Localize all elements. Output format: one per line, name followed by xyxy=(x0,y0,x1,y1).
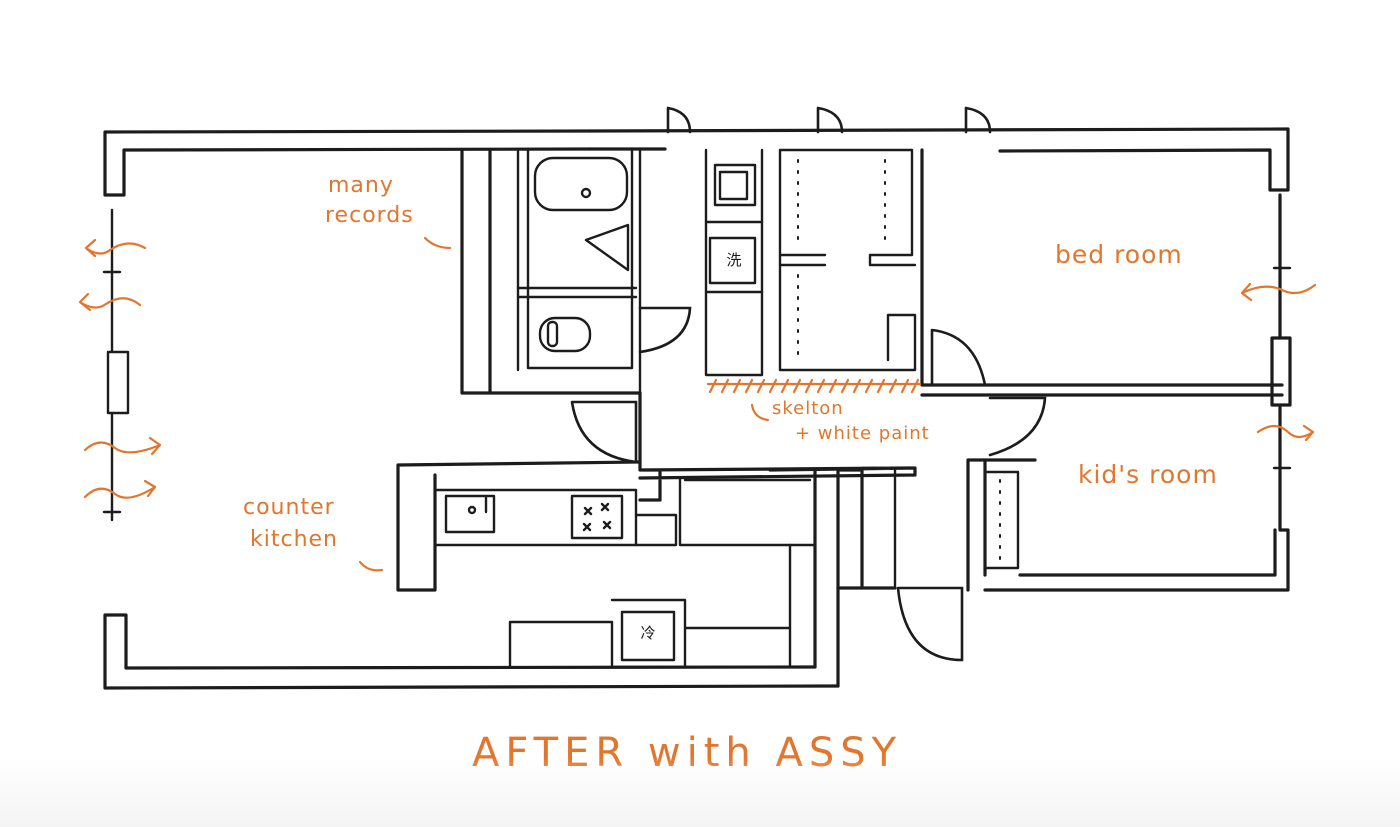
bath-door xyxy=(584,223,630,272)
bedroom-closet xyxy=(778,148,1284,397)
window-ticks xyxy=(102,266,1292,514)
airflow-arrow-icon xyxy=(78,238,1317,499)
fridge-label: 冷 xyxy=(640,624,656,642)
washer-label: 洗 xyxy=(726,251,742,269)
fridge-box xyxy=(620,610,676,662)
kitchen xyxy=(396,460,817,669)
sink-icon xyxy=(444,494,496,534)
doors xyxy=(570,106,1047,662)
label-skelton-line1: skelton xyxy=(772,398,844,419)
label-many-records-line1: many xyxy=(328,173,394,198)
label-skelton-line2: + white paint xyxy=(795,423,930,444)
exterior-walls xyxy=(103,127,1292,690)
toilet-tank xyxy=(546,320,559,348)
label-counter-kitchen-line1: counter xyxy=(243,495,335,520)
bottom-fade xyxy=(0,757,1400,827)
kids-room xyxy=(966,458,1277,592)
bathtub-icon xyxy=(533,156,629,212)
label-counter-kitchen-line2: kitchen xyxy=(250,527,338,552)
hallway-walls xyxy=(638,391,917,669)
bathtub-drain xyxy=(580,187,592,199)
sink-drain xyxy=(467,505,477,515)
washer-box xyxy=(708,236,757,285)
washroom xyxy=(704,148,764,377)
stove-burner-icon xyxy=(570,494,624,540)
label-many-records-line2: records xyxy=(325,203,414,228)
skelton-hatch xyxy=(706,378,922,394)
toilet-icon xyxy=(538,316,592,353)
label-kids-room: kid's room xyxy=(1078,460,1218,489)
annotation-leaders xyxy=(358,236,770,572)
record-shelf xyxy=(460,148,642,395)
label-bed-room: bed room xyxy=(1055,240,1183,269)
bathroom xyxy=(516,148,642,395)
wash-basin xyxy=(713,163,757,207)
wash-basin-inner xyxy=(718,170,749,201)
